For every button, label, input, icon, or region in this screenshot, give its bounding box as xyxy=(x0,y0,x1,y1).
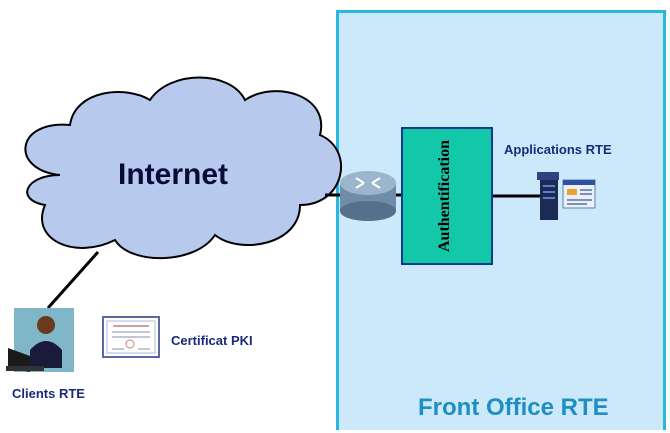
client-user-icon xyxy=(6,308,74,372)
front-office-zone xyxy=(336,10,666,430)
app-window-icon xyxy=(562,179,596,209)
authentication-label-wrap: Authentification xyxy=(430,127,460,265)
certificate-icon xyxy=(102,316,160,358)
certificate-label: Certificat PKI xyxy=(171,333,253,348)
internet-cloud xyxy=(24,76,343,260)
server-icon xyxy=(537,172,559,220)
link-cloud-client xyxy=(46,251,100,309)
router-icon xyxy=(340,171,396,221)
front-office-title: Front Office RTE xyxy=(418,394,609,421)
clients-label: Clients RTE xyxy=(12,386,85,401)
authentication-label: Authentification xyxy=(436,140,453,252)
authentication-box xyxy=(401,127,493,265)
applications-label: Applications RTE xyxy=(504,142,612,157)
internet-label: Internet xyxy=(118,158,229,191)
